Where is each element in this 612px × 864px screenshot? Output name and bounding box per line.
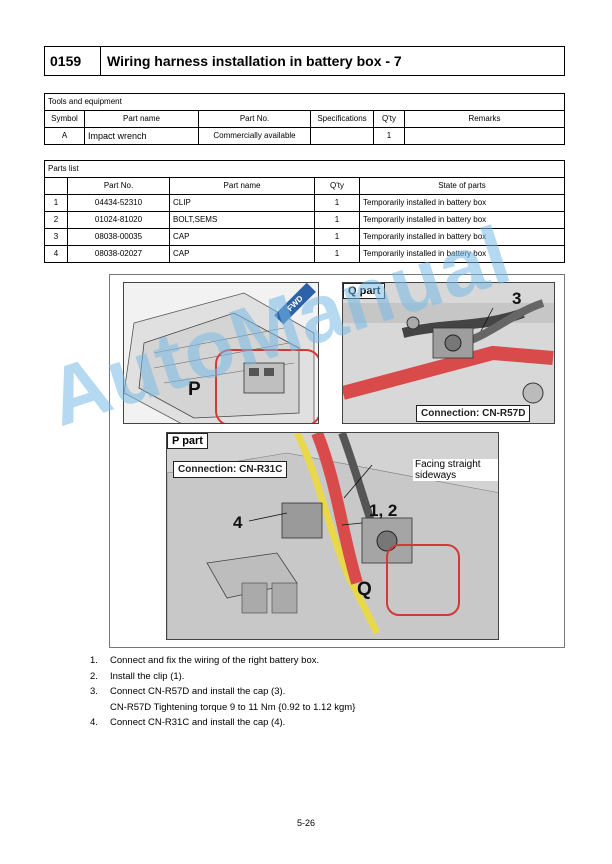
parts-cell-state: Temporarily installed in battery box [359, 194, 565, 212]
list-item: 3. Connect CN-R57D and install the cap (… [90, 684, 355, 715]
parts-cell-qty: 1 [314, 245, 360, 263]
step-text: Connect and fix the wiring of the right … [110, 655, 320, 666]
parts-cell-part-name: CAP [169, 228, 315, 246]
parts-cell-qty: 1 [314, 194, 360, 212]
tools-caption: Tools and equipment [44, 93, 565, 111]
step-text: Connect CN-R57D and install the cap (3). [110, 686, 286, 697]
p-part-label: P part [167, 433, 208, 449]
section-code: 0159 [45, 47, 101, 75]
step-number: 3. [90, 686, 98, 697]
installation-figure: FWD P Q part 3 Connection: CN-R57D [109, 274, 565, 648]
step-text: Install the clip (1). [110, 670, 185, 682]
parts-cell-state: Temporarily installed in battery box [359, 211, 565, 229]
table-row: 2 01024-81020 BOLT,SEMS 1 Temporarily in… [44, 211, 565, 229]
tools-cell-part-name: Impact wrench [84, 127, 199, 145]
tools-header-part-no: Part No. [198, 110, 311, 128]
connection-cn-r57d: Connection: CN-R57D [416, 405, 531, 422]
parts-cell-index: 3 [44, 228, 68, 246]
section-title-box: 0159 Wiring harness installation in batt… [44, 46, 565, 76]
callout-1-2: 1, 2 [369, 501, 398, 520]
callout-p: P [188, 379, 201, 400]
parts-cell-qty: 1 [314, 228, 360, 246]
parts-cell-index: 4 [44, 245, 68, 263]
tools-header-qty: Q'ty [373, 110, 405, 128]
p-part-panel: P part Connection: CN-R31C Facing straig… [166, 432, 499, 640]
tools-header-spec: Specifications [310, 110, 374, 128]
parts-caption: Parts list [44, 160, 565, 178]
parts-header-part-no: Part No. [67, 177, 170, 195]
tools-cell-spec [310, 127, 374, 145]
tools-cell-remarks [404, 127, 565, 145]
step-number: 1. [90, 655, 98, 666]
section-title: Wiring harness installation in battery b… [107, 53, 402, 69]
tools-cell-qty: 1 [373, 127, 405, 145]
step-subtext-torque: CN-R57D Tightening torque 9 to 11 Nm {0.… [110, 701, 356, 713]
parts-cell-state: Temporarily installed in battery box [359, 228, 565, 246]
facing-note: Facing straight sideways [413, 459, 498, 481]
tools-header-symbol: Symbol [44, 110, 85, 128]
step-text: Connect CN-R31C and install the cap (4). [110, 717, 286, 728]
parts-cell-part-name: BOLT,SEMS [169, 211, 315, 229]
callout-4: 4 [233, 513, 243, 532]
table-row: 1 04434-52310 CLIP 1 Temporarily install… [44, 194, 565, 212]
parts-header-qty: Q'ty [314, 177, 360, 195]
parts-cell-part-name: CLIP [169, 194, 315, 212]
parts-cell-part-no: 08038-02027 [67, 245, 170, 263]
parts-cell-part-name: CAP [169, 245, 315, 263]
parts-table: Parts list Part No. Part name Q'ty State… [44, 160, 565, 263]
tools-header-remarks: Remarks [404, 110, 565, 128]
callout-q: Q [357, 579, 372, 600]
list-item: 4. Connect CN-R31C and install the cap (… [90, 715, 355, 731]
parts-cell-state: Temporarily installed in battery box [359, 245, 565, 263]
parts-cell-index: 1 [44, 194, 68, 212]
tools-header-part-name: Part name [84, 110, 199, 128]
parts-header-state: State of parts [359, 177, 565, 195]
parts-header-index [44, 177, 68, 195]
step-number: 2. [90, 670, 98, 682]
parts-header-part-name: Part name [169, 177, 315, 195]
table-row: 4 08038-02027 CAP 1 Temporarily installe… [44, 245, 565, 263]
parts-cell-index: 2 [44, 211, 68, 229]
connection-cn-r31c: Connection: CN-R31C [173, 461, 288, 478]
tools-cell-part-no: Commercially available [198, 127, 311, 145]
procedure-steps: 1. Connect and fix the wiring of the rig… [90, 653, 355, 731]
parts-cell-part-no: 04434-52310 [67, 194, 170, 212]
q-part-label: Q part [343, 283, 386, 299]
table-row: 3 08038-00035 CAP 1 Temporarily installe… [44, 228, 565, 246]
parts-cell-part-no: 08038-00035 [67, 228, 170, 246]
list-item: 2. Install the clip (1). [90, 669, 355, 685]
parts-cell-qty: 1 [314, 211, 360, 229]
overview-panel: FWD P [123, 282, 319, 424]
callout-3: 3 [512, 289, 522, 308]
table-row: A Impact wrench Commercially available 1 [44, 127, 565, 145]
step-number: 4. [90, 717, 98, 728]
parts-cell-part-no: 01024-81020 [67, 211, 170, 229]
list-item: 1. Connect and fix the wiring of the rig… [90, 653, 355, 669]
q-part-illustration [343, 283, 554, 423]
tools-cell-symbol: A [44, 127, 85, 145]
tools-table: Tools and equipment Symbol Part name Par… [44, 93, 565, 145]
page-number: 5-26 [296, 818, 315, 828]
q-part-panel: Q part 3 Connection: CN-R57D [342, 282, 555, 424]
